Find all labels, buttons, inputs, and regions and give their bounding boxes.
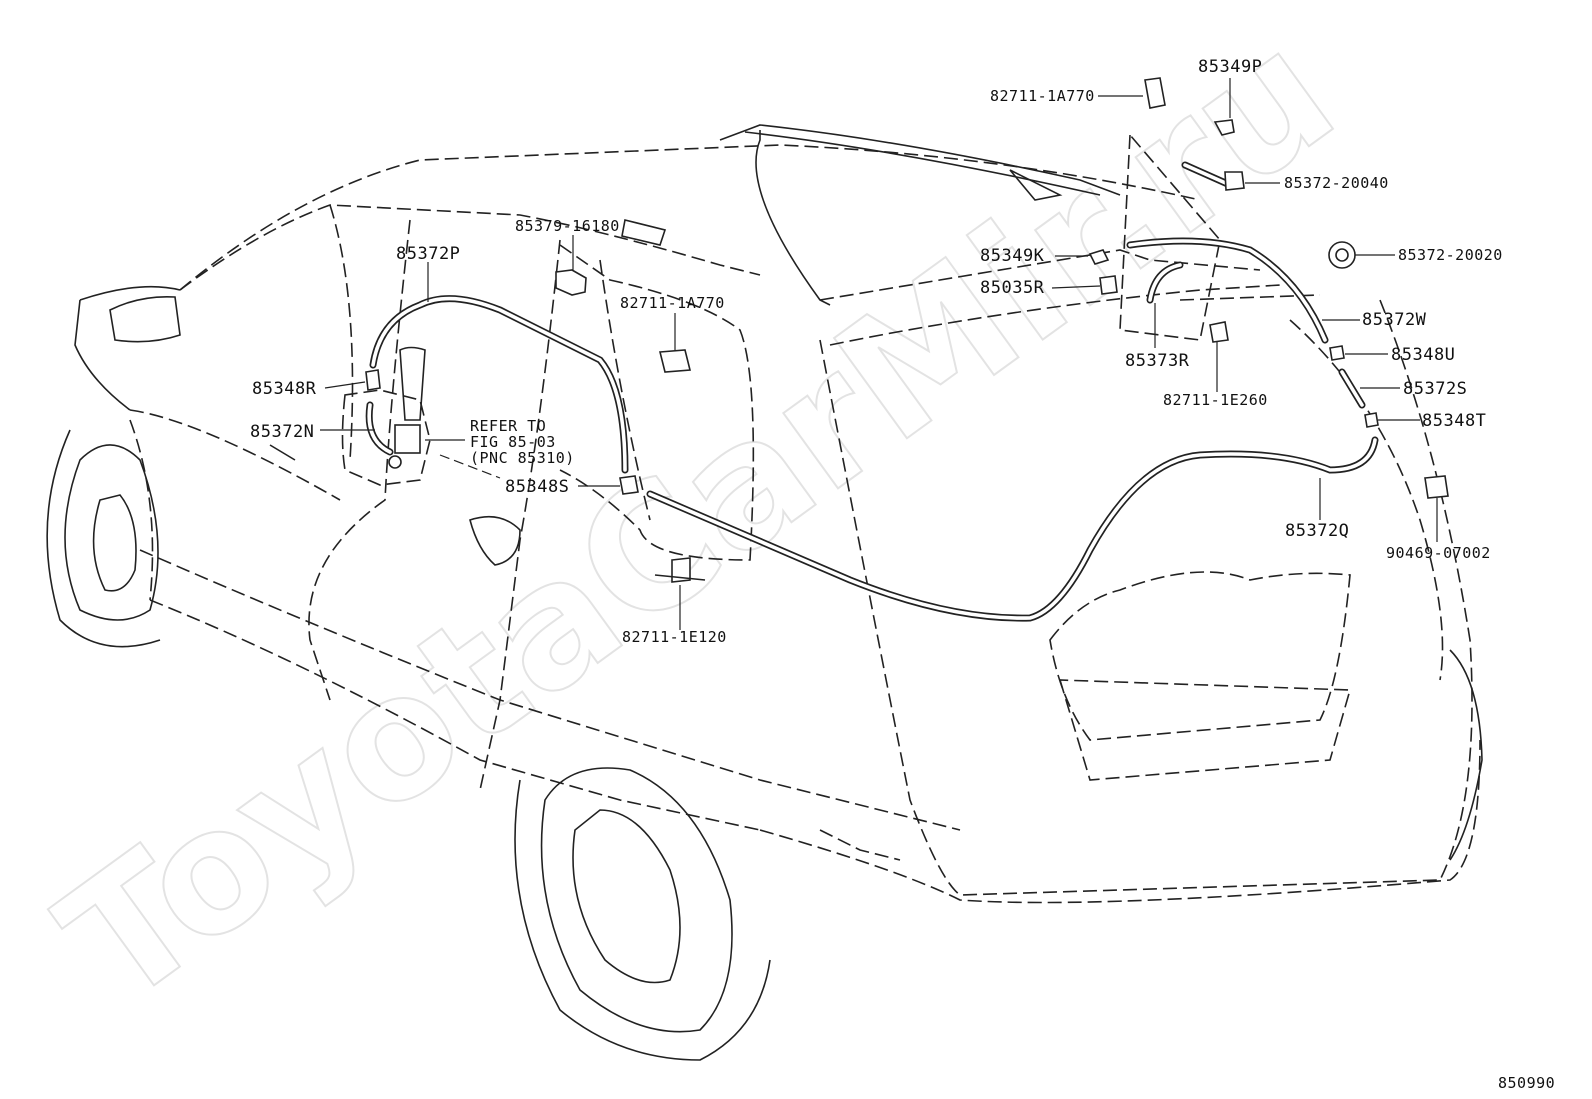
label-85348U: 85348U <box>1391 345 1455 365</box>
clip-82711-1E260-icon <box>1209 321 1229 343</box>
joint-85349K-icon <box>1088 249 1110 265</box>
watermark: ToyotaCarMir.ru <box>28 0 1369 1043</box>
joint-85349P-icon <box>1213 119 1235 136</box>
label-85348S: 85348S <box>505 477 569 497</box>
joint-85348U-icon <box>1329 345 1345 361</box>
nozzle-85372-20040-icon <box>1224 171 1245 191</box>
label-85379-16180: 85379-16180 <box>515 217 620 235</box>
label-85349P: 85349P <box>1198 57 1262 77</box>
leader-lines <box>320 78 1438 630</box>
label-85372W: 85372W <box>1362 310 1427 330</box>
label-85372-20020: 85372-20020 <box>1398 246 1503 264</box>
joint-85348T-icon <box>1364 412 1379 428</box>
label-85349K: 85349K <box>980 246 1045 266</box>
grommet-85379-16180-icon <box>555 269 587 296</box>
label-85348T: 85348T <box>1422 411 1486 431</box>
label-85372-20040: 85372-20040 <box>1284 174 1389 192</box>
label-85372P: 85372P <box>396 244 460 264</box>
label-85372S: 85372S <box>1403 379 1467 399</box>
joint-85348R-icon <box>365 369 381 391</box>
label-85035R: 85035R <box>980 278 1045 298</box>
clip-82711-1A770-mid-icon <box>658 349 692 373</box>
label-refer-pnc: (PNC 85310) <box>470 449 575 467</box>
label-85372N: 85372N <box>250 422 314 442</box>
washer-hoses <box>365 161 1379 622</box>
clip-90469-07002-icon <box>1424 475 1449 499</box>
joint-85348S-icon <box>619 475 639 495</box>
label-refer-to: REFER TO <box>470 417 546 435</box>
label-82711-1E120: 82711-1E120 <box>622 628 727 646</box>
nozzle-85035R-icon <box>1099 275 1118 295</box>
part-labels: 82711-1A770 85349P 85372-20040 85379-161… <box>250 57 1555 1092</box>
label-85373R: 85373R <box>1125 351 1190 371</box>
label-82711-1A770-top: 82711-1A770 <box>990 87 1095 105</box>
front-wheel <box>46 429 161 648</box>
washer-tank <box>341 346 431 486</box>
label-85372Q: 85372Q <box>1285 521 1349 541</box>
label-90469-07002: 90469-07002 <box>1386 544 1491 562</box>
label-82711-1A770-mid: 82711-1A770 <box>620 294 725 312</box>
label-82711-1E260: 82711-1E260 <box>1163 391 1268 409</box>
clip-82711-1A770-top-icon <box>1144 77 1166 109</box>
label-refer-fig: FIG 85-03 <box>470 433 556 451</box>
clip-82711-1E120-icon <box>671 557 691 583</box>
car-body-outline <box>74 124 1483 904</box>
label-85348R: 85348R <box>252 379 317 399</box>
parts <box>365 77 1449 583</box>
rear-wheel <box>514 767 771 1061</box>
figure-code: 850990 <box>1498 1074 1555 1092</box>
